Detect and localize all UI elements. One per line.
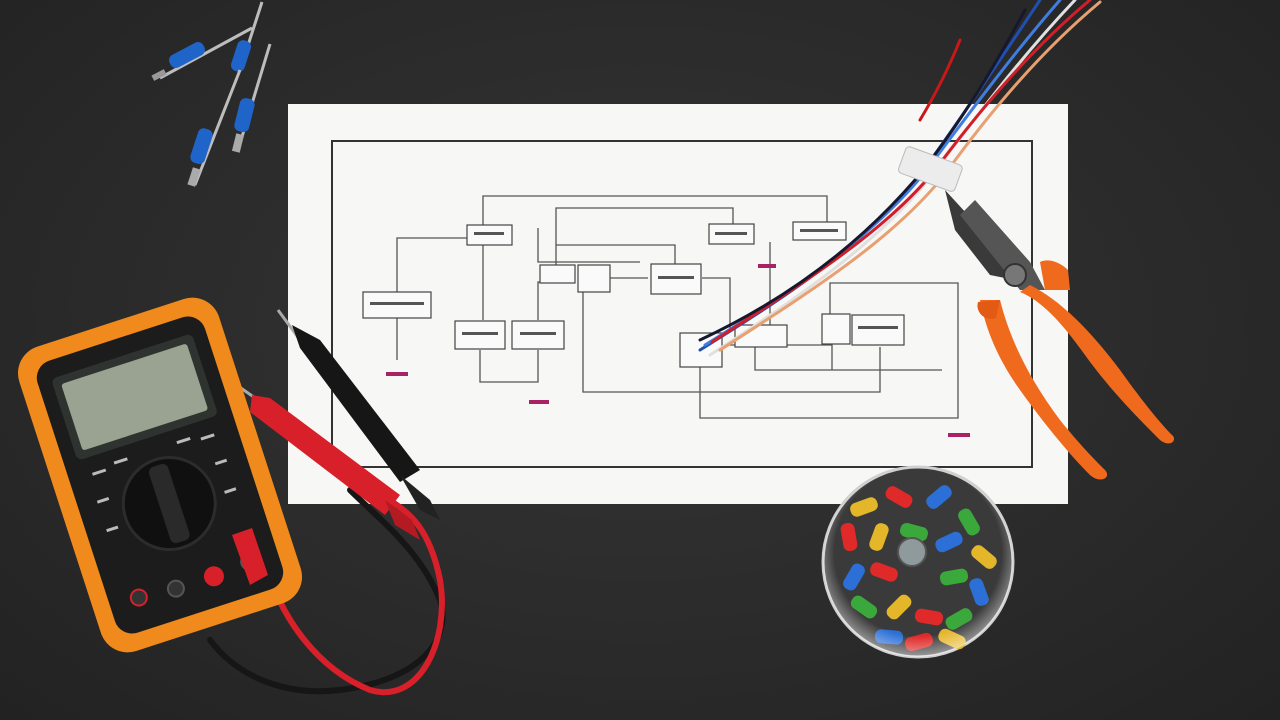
ferrule-terminals (151, 1, 272, 187)
wire-bundle (698, 0, 1102, 357)
red-plug (232, 528, 268, 585)
cable-tie (897, 146, 963, 192)
multimeter-icon (17, 297, 303, 653)
test-leads (207, 487, 446, 696)
ferrule-1 (151, 26, 253, 81)
circuit-label-marks (370, 229, 970, 437)
dial-markings (92, 433, 237, 533)
lcd-display (61, 344, 208, 450)
dial-knob (148, 463, 190, 544)
ferrule-2 (230, 1, 264, 72)
pliers-icon (945, 190, 1175, 480)
jar-icon (821, 465, 1015, 659)
ferrule-3 (187, 69, 242, 187)
probe-black (276, 309, 440, 520)
ferrule-4 (231, 43, 272, 153)
